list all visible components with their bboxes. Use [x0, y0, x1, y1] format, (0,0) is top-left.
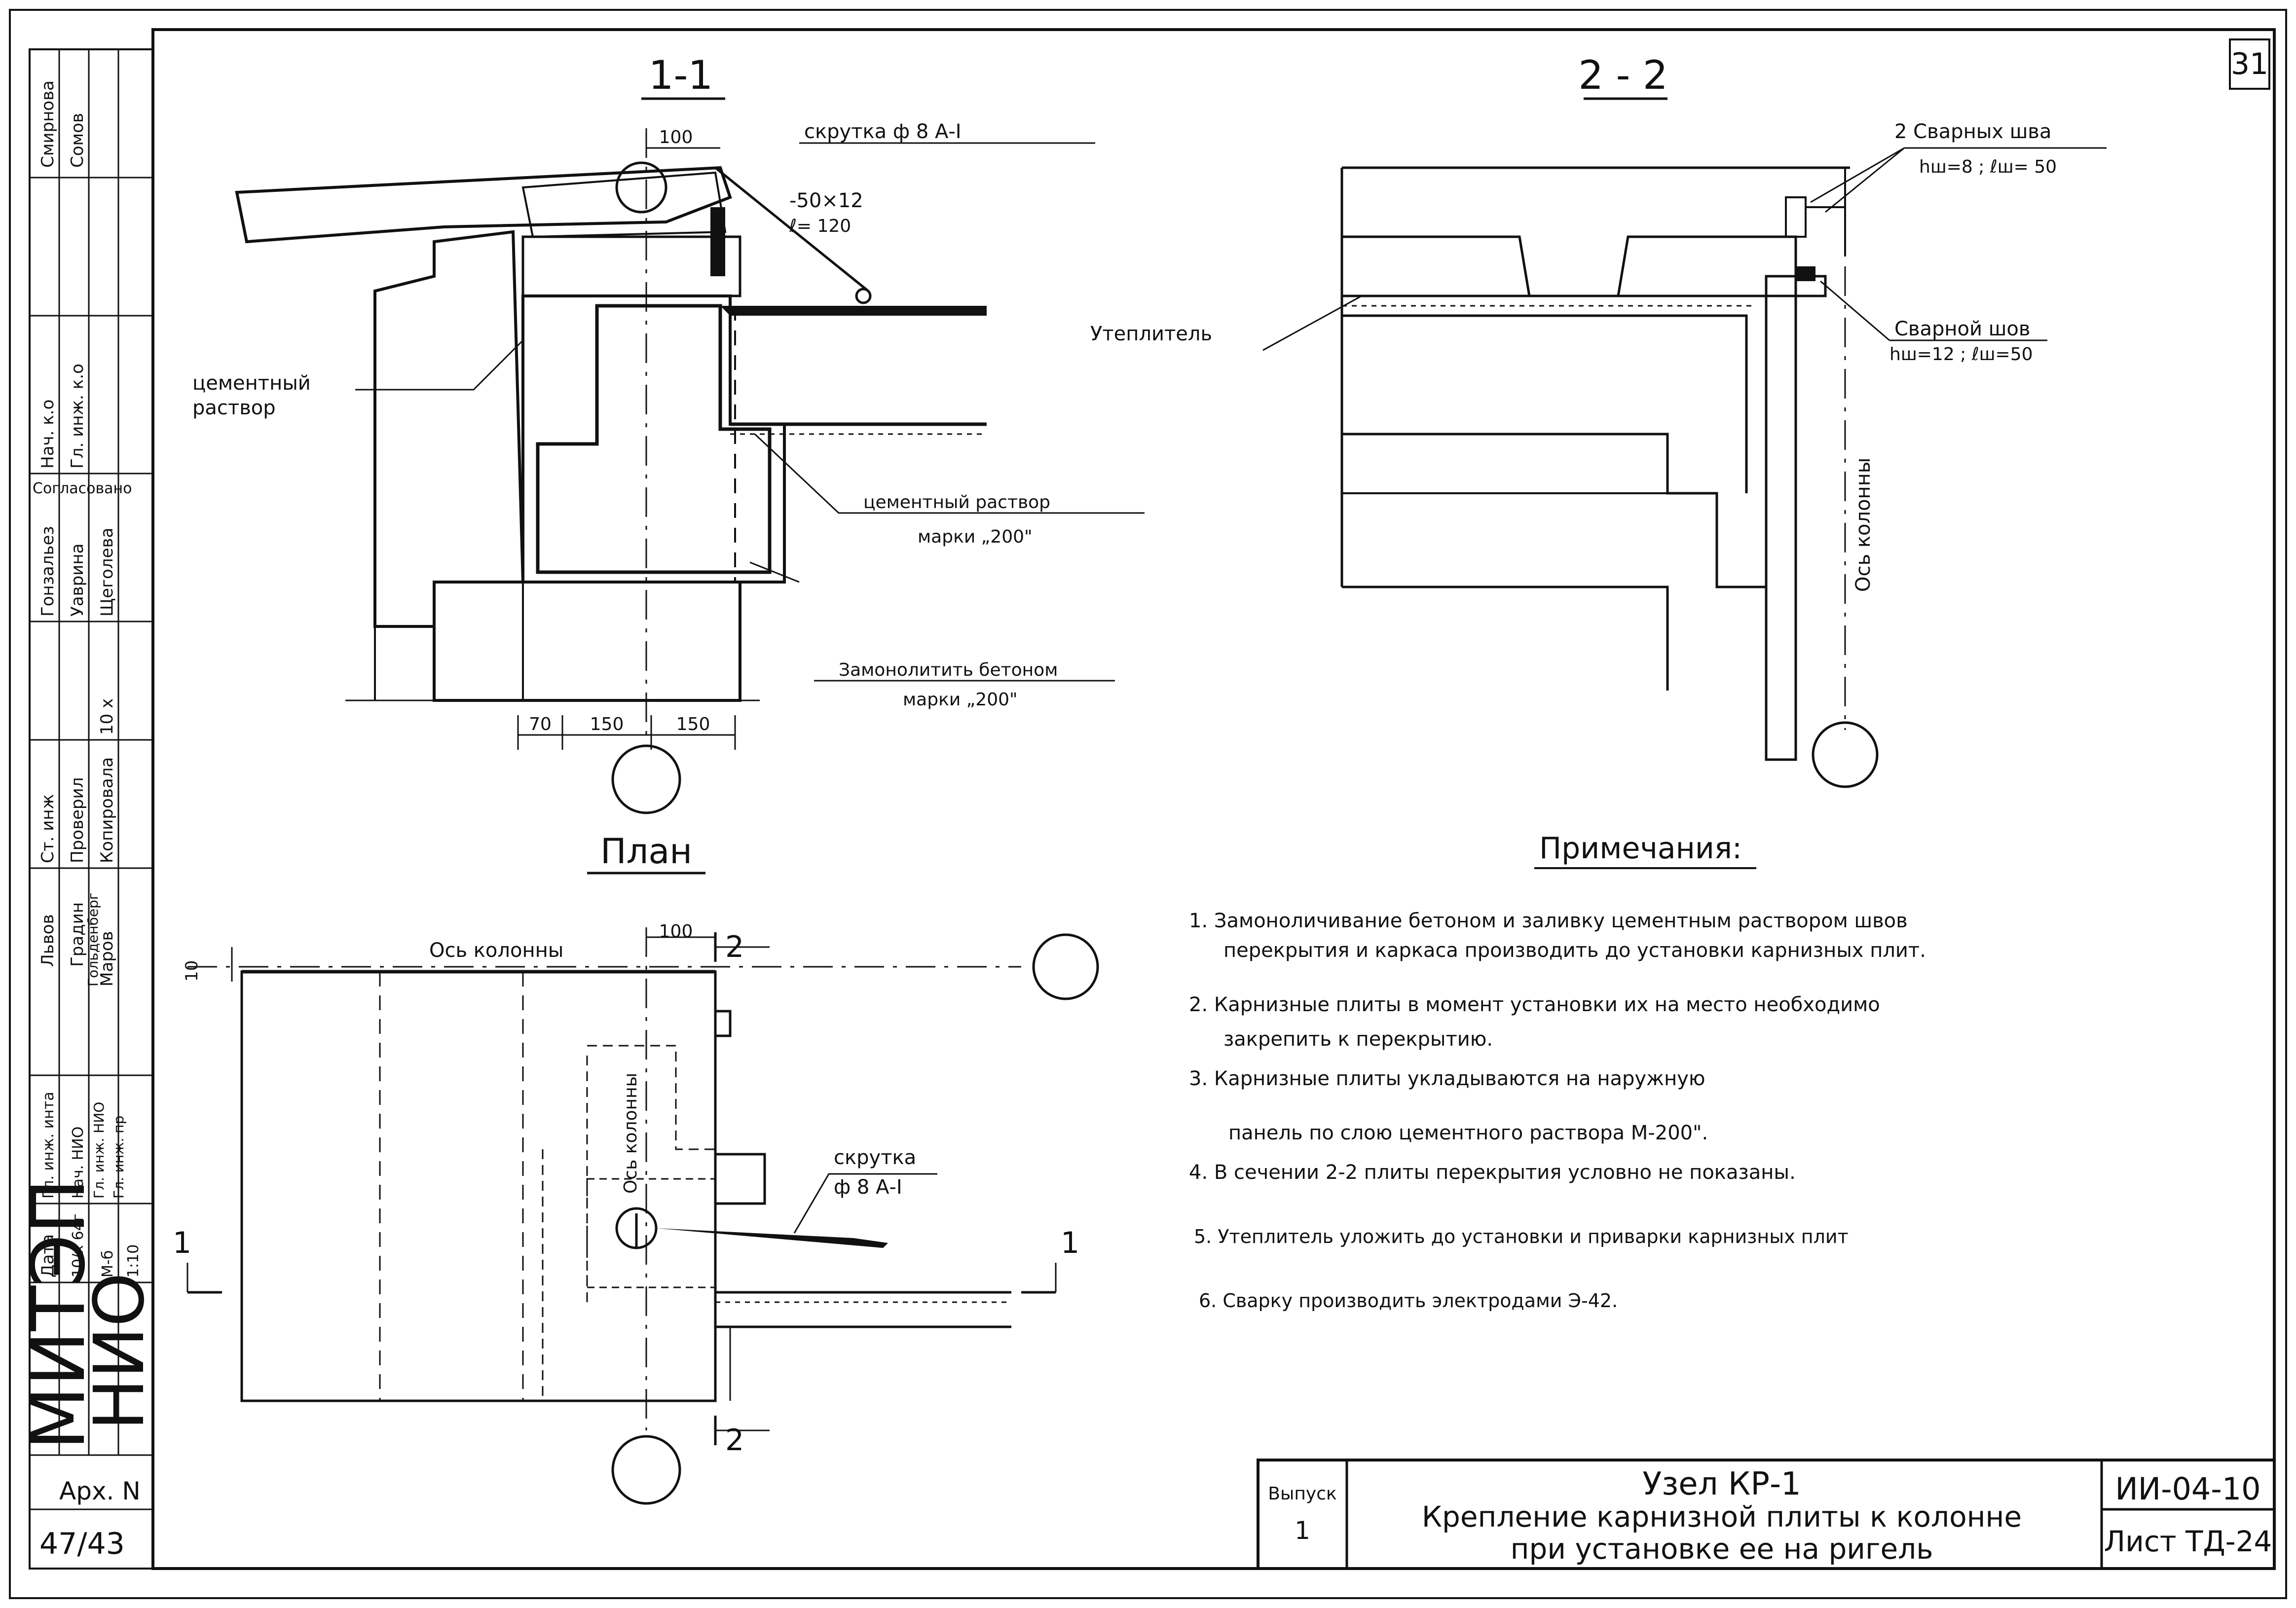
plan-axis-label-vertical: Ось колонны: [621, 1073, 641, 1194]
section-2-2-title: 2 - 2: [1578, 52, 1668, 98]
stamp-name: Проверил: [68, 777, 87, 863]
left-stamp: [29, 48, 154, 1570]
title-line-2: Крепление карнизной плиты к колонне: [1422, 1500, 2022, 1534]
stamp-name: Градин: [68, 902, 87, 967]
plan-drawing: [186, 927, 1099, 1505]
stamp-name: Сомов: [68, 113, 87, 168]
notes-title: Примечания:: [1539, 831, 1742, 866]
note-line: закрепить к перекрытию.: [1223, 1028, 1493, 1051]
title-line-3: при установке ее на ригель: [1511, 1532, 1933, 1566]
label-cement-1: цементный: [192, 372, 311, 395]
plan-title: План: [600, 831, 692, 872]
note-line: 6. Сварку производить электродами Э-42.: [1199, 1290, 1618, 1312]
stamp-name: Нач. к.о: [38, 400, 58, 469]
stamp-date-value: 10/x 64г: [70, 1213, 87, 1278]
note-line: 3. Карнизные плиты укладываются на наруж…: [1189, 1067, 1705, 1090]
dim-1-1: 70: [529, 714, 552, 734]
issue-label: Выпуск: [1268, 1484, 1337, 1504]
title-block: [1257, 1459, 2276, 1570]
dim-1-1: 150: [676, 714, 710, 734]
stamp-name: Львов: [38, 914, 58, 967]
plan-twist-label-2: ф 8 А-I: [834, 1176, 902, 1199]
sheet-border: [9, 9, 2287, 1599]
stamp-org-nio: НИО: [79, 1273, 160, 1430]
stamp-name: Гл. инж. инта: [40, 1092, 57, 1199]
plan-axis-label: Ось колонны: [429, 939, 563, 962]
section-1-1-drawing: [235, 128, 1145, 814]
label-mortar-1: цементный раствор: [863, 492, 1050, 512]
label-column-axis-2-2: Ось колонны: [1852, 458, 1875, 592]
plan-cut-2-bottom: 2: [725, 1423, 744, 1458]
stamp-scale-value: 1:10: [125, 1244, 142, 1278]
plan-dim-left: 10: [182, 960, 202, 982]
note-line: 5. Утеплитель уложить до установки и при…: [1194, 1226, 1849, 1247]
stamp-name: Копировала: [97, 757, 117, 863]
plan-cut-1-right: 1: [1061, 1226, 1079, 1260]
stamp-name: Гл. инж. пр: [111, 1116, 127, 1199]
stamp-name: Гл. инж. к.о: [68, 364, 87, 469]
stamp-date-label: Дата: [38, 1234, 58, 1278]
note-line: 4. В сечении 2-2 плиты перекрытия условн…: [1189, 1161, 1796, 1184]
label-cement-2: раствор: [192, 397, 276, 419]
stamp-name: Смирнова: [38, 80, 58, 168]
section-1-1-title: 1-1: [649, 52, 713, 98]
issue-number: 1: [1295, 1516, 1310, 1545]
label-concrete-1: Замонолитить бетоном: [839, 660, 1058, 680]
stamp-archive-label: Арх. N: [59, 1477, 141, 1505]
dim-1-1-top: 100: [659, 127, 693, 147]
stamp-org-mitep: МИТЭП: [16, 1178, 102, 1450]
stamp-name: 10 х: [97, 698, 117, 735]
label-weld: Сварной шов: [1894, 318, 2030, 340]
plan-dim-top: 100: [659, 921, 693, 942]
label-concrete-2: марки „200": [903, 690, 1018, 710]
title-node: Узел КР-1: [1642, 1466, 1801, 1502]
stamp-name: Ст. инж: [38, 794, 58, 863]
stamp-name: Гл. инж. НИО: [91, 1102, 107, 1199]
label-plate-size: -50×12: [789, 189, 863, 212]
stamp-name: Уаврина: [68, 544, 87, 617]
series-code: ИИ-04-10: [2115, 1471, 2260, 1507]
drawing-frame: [151, 28, 2276, 1570]
note-line: перекрытия и каркаса производить до уста…: [1223, 939, 1926, 962]
note-line: панель по слою цементного раствора М-200…: [1228, 1122, 1708, 1144]
notes-list: 1. Замоноличивание бетоном и заливку цем…: [1189, 910, 1926, 1312]
label-plate-length: ℓ= 120: [789, 216, 851, 236]
label-two-welds-size: hш=8 ; ℓш= 50: [1919, 157, 2057, 177]
stamp-name: Гонзальез: [38, 526, 58, 617]
dim-1-1: 150: [590, 714, 624, 734]
stamp-name: Щеголева: [97, 528, 117, 617]
label-insulation: Утеплитель: [1090, 323, 1212, 345]
sheet-label: Лист ТД-24: [2104, 1525, 2272, 1558]
note-line: 2. Карнизные плиты в момент установки их…: [1189, 993, 1880, 1016]
plan-cut-1-left: 1: [173, 1226, 191, 1260]
section-2-2-drawing: [1262, 147, 2107, 788]
stamp-name: Маров: [97, 931, 117, 987]
plan-cut-2-top: 2: [725, 930, 744, 964]
stamp-name: Гольденберг: [85, 893, 101, 987]
label-two-welds: 2 Сварных шва: [1894, 120, 2051, 143]
stamp-name: Нач. НИО: [70, 1127, 87, 1199]
label-twist-1-1: скрутка ф 8 А-I: [804, 120, 962, 143]
label-mortar-2: марки „200": [918, 527, 1033, 547]
stamp-scale-label: М-б: [99, 1250, 116, 1278]
stamp-archive-number: 47/43: [39, 1527, 125, 1561]
note-line: 1. Замоноличивание бетоном и заливку цем…: [1189, 910, 1908, 932]
stamp-name: Согласовано: [33, 480, 132, 497]
label-weld-size: hш=12 ; ℓш=50: [1889, 344, 2033, 365]
plan-twist-label-1: скрутка: [834, 1146, 916, 1169]
page-number: 31: [2231, 47, 2268, 81]
